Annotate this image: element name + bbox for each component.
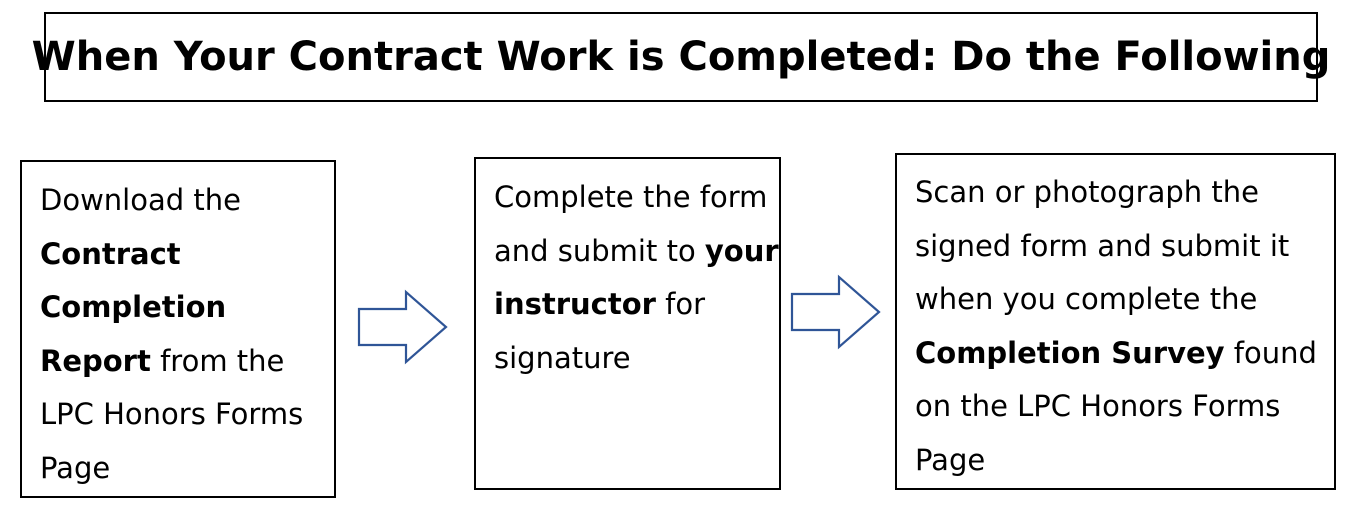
step-box-complete-form: Complete the form and submit to your ins… <box>474 157 781 490</box>
step-1-bold: Contract Completion Report <box>40 236 227 378</box>
page-title: When Your Contract Work is Completed: Do… <box>31 34 1331 80</box>
right-arrow-icon <box>790 274 881 350</box>
title-box: When Your Contract Work is Completed: Do… <box>32 12 1330 102</box>
step-3-text-end: found on the LPC Honors Forms Page <box>915 335 1317 477</box>
step-2-text-end: for signature <box>494 287 706 375</box>
step-3-text-start: Scan or photograph the signed form and s… <box>915 175 1290 316</box>
step-2-bold: your instructor <box>494 233 779 322</box>
step-3-bold: Completion Survey <box>915 335 1225 370</box>
step-1-text-end: from the LPC Honors Forms Page <box>40 343 304 485</box>
step-2-text-start: Complete the form and submit to <box>494 180 768 268</box>
right-arrow-icon <box>357 289 448 365</box>
step-box-download: Download the Contract Completion Report … <box>20 160 336 498</box>
step-box-submit-survey: Scan or photograph the signed form and s… <box>895 153 1336 490</box>
step-1-text-start: Download the <box>40 183 241 217</box>
